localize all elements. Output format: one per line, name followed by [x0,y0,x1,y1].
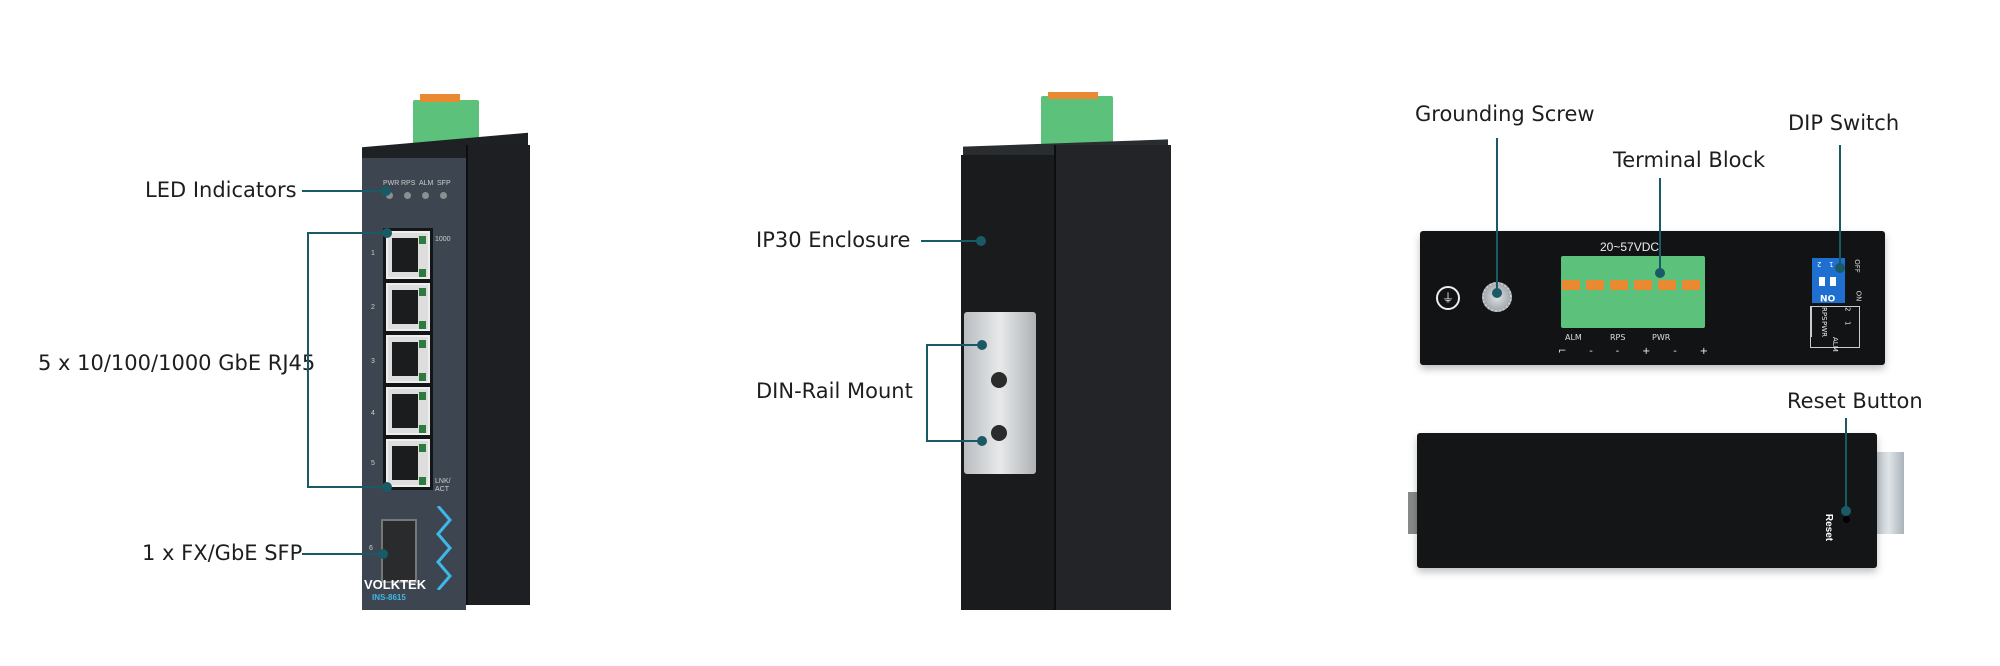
terminal-polarity-row: ⌐ - - + - + [1558,346,1708,357]
callout-sfp-port: 1 x FX/GbE SFP [142,541,303,565]
port-number-1: 1 [371,250,375,257]
led-label-pwr: PWR [383,180,400,187]
callout-dot [381,186,391,196]
led-label-sfp: SFP [437,180,451,187]
callout-line [921,240,981,242]
callout-dot [977,436,987,446]
bracket-bottom [926,440,982,442]
callout-terminal-block: Terminal Block [1613,148,1766,172]
callout-led-indicators: LED Indicators [145,178,297,202]
polarity-2: - [1589,346,1593,357]
rj45-port-5 [386,439,430,487]
bottom-view-panel [1417,433,1877,568]
dip-table-num-2: 2 [1843,307,1852,312]
port-number-3: 3 [371,358,375,365]
callout-line [1845,418,1847,510]
callout-dot [1835,263,1845,273]
bracket-bottom [307,486,387,488]
port-number-2: 2 [371,304,375,311]
ground-symbol-icon: ⏚ [1436,286,1460,310]
callout-dot [1655,268,1665,278]
dip-number-1: 1 [1829,260,1834,268]
callout-line [1839,145,1841,267]
terminal-block [1561,256,1705,328]
callout-dot [977,340,987,350]
dip-on-mark: ON [1820,292,1836,302]
polarity-3: - [1615,346,1620,357]
polarity-5: - [1673,346,1677,357]
dip-off-label: OFF [1852,259,1861,273]
led-rps [404,192,411,199]
rj45-port-2 [386,283,430,331]
port-number-4: 4 [371,410,375,417]
callout-dot [1841,506,1851,516]
callout-line [302,553,382,555]
dip-number-2: 2 [1817,260,1822,268]
din-clip-screw [991,372,1007,388]
bracket-top [307,232,387,234]
terminal-orange-levers [1562,280,1704,290]
port-number-6: 6 [369,545,373,552]
brand-zigzag-logo [436,505,452,591]
terminal-label-rps: RPS [1610,333,1626,342]
callout-din-rail: DIN-Rail Mount [756,379,913,403]
terminal-label-alm: ALM [1565,333,1582,342]
port-number-5: 5 [371,460,375,467]
bottom-din-plate [1874,452,1904,534]
led-sfp [440,192,447,199]
rj45-port-3 [386,335,430,383]
voltage-label: 20~57VDC [1600,240,1660,254]
dip-on-label: ON [1854,290,1863,302]
led-pwr [386,192,393,199]
dip-toggle-1 [1830,277,1836,286]
dip-table-rps: RPS [1819,307,1828,321]
dip-toggle-2 [1819,277,1825,286]
callout-enclosure: IP30 Enclosure [756,228,911,252]
side-device-body [1054,145,1171,610]
side-terminal-tabs [1048,92,1098,99]
reset-label: Reset [1823,513,1835,542]
brand-name: VOLKTEK [364,577,427,592]
led-label-alm: ALM [419,180,434,187]
callout-line [302,190,388,192]
callout-dip-switch: DIP Switch [1788,111,1900,135]
led-alm [422,192,429,199]
din-clip-screw [991,425,1007,441]
callout-dot [1492,288,1502,298]
speed-label: 1000 [435,236,451,243]
dip-table-num-1: 1 [1843,320,1852,325]
model-number: INS-8615 [372,593,406,602]
device-side-panel [466,145,530,605]
link-act-label: LNK/ ACT [435,478,451,493]
terminal-orange-tabs [420,94,460,102]
dip-table-alm: ALM [1831,336,1839,352]
callout-grounding-screw: Grounding Screw [1415,102,1595,126]
dip-table-pwr: PWR [1819,320,1828,337]
callout-dot [976,236,986,246]
callout-rj45-ports: 5 x 10/100/1000 GbE RJ45 [38,351,316,375]
polarity-4: + [1642,346,1651,357]
callout-line [1496,138,1498,293]
din-rail-clip [964,312,1036,474]
terminal-label-pwr: PWR [1652,333,1671,342]
bracket-top [926,344,982,346]
bracket-vertical [307,232,309,488]
polarity-6: + [1699,346,1708,357]
polarity-1: ⌐ [1558,346,1567,357]
led-label-rps: RPS [401,180,416,187]
dip-function-table: 2 RPS 1 PWR ALM [1810,306,1860,351]
callout-reset-button: Reset Button [1787,389,1923,413]
bracket-vertical [926,344,928,442]
callout-dot [382,228,392,238]
rj45-port-1 [386,231,430,279]
callout-dot [378,549,388,559]
callout-dot [382,482,392,492]
rj45-port-4 [386,387,430,435]
reset-button [1843,516,1850,523]
callout-line [1659,178,1661,273]
